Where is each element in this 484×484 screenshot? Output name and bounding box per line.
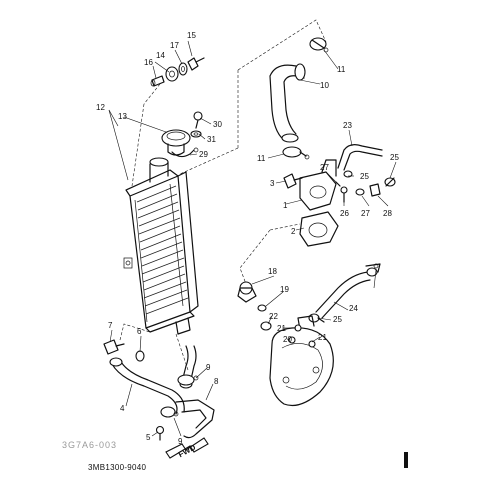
hose-clamp-top xyxy=(309,37,329,53)
callout-25-lower: 25 xyxy=(333,315,342,324)
hose-clamp-9-lower xyxy=(160,406,179,418)
bolt-7 xyxy=(103,339,125,355)
lower-hose xyxy=(109,357,185,415)
callout-8: 8 xyxy=(214,377,219,386)
hose-clamp-25-mid xyxy=(343,170,353,178)
callout-30: 30 xyxy=(213,120,222,129)
callout-9-upper: 9 xyxy=(206,363,211,372)
callout-10: 10 xyxy=(320,81,329,90)
callout-28: 28 xyxy=(383,209,392,218)
breather-hose-23 xyxy=(337,144,383,171)
collar-16 xyxy=(150,75,165,87)
callout-5: 5 xyxy=(146,433,151,442)
callout-27-lower: 27 xyxy=(361,209,370,218)
hose-clamp-9-upper xyxy=(177,374,199,386)
callout-1: 1 xyxy=(283,201,288,210)
callout-16: 16 xyxy=(144,58,153,67)
callout-25-mid: 25 xyxy=(360,172,369,181)
callout-6: 6 xyxy=(137,327,142,336)
o-ring-6 xyxy=(135,350,145,362)
o-ring-22 xyxy=(260,321,272,331)
pipe-8 xyxy=(175,399,215,439)
bolt-5 xyxy=(155,425,165,441)
leader-lines xyxy=(108,40,397,437)
callout-24: 24 xyxy=(349,304,358,313)
diagram-code: 3MB1300-9040 xyxy=(88,463,147,472)
drain-bolt-18 xyxy=(237,281,257,303)
washer-19 xyxy=(257,304,267,312)
callout-21-a: 21 xyxy=(277,324,286,333)
callout-3: 3 xyxy=(270,179,275,188)
hose-clamp-lower xyxy=(282,146,310,160)
callout-7: 7 xyxy=(108,321,113,330)
callout-27-upper: 27 xyxy=(320,163,329,172)
callout-11-lower: 11 xyxy=(257,154,266,163)
callout-labels: 1 2 3 4 5 6 7 8 9 9 10 11 11 12 13 14 15… xyxy=(96,31,399,446)
callout-12: 12 xyxy=(96,103,105,112)
callout-4: 4 xyxy=(120,404,125,413)
radiator-fins xyxy=(134,183,189,323)
callout-13: 13 xyxy=(118,112,127,121)
bolt-20 xyxy=(288,336,296,344)
washer-17 xyxy=(178,62,188,76)
callout-23: 23 xyxy=(343,121,352,130)
page-edge-marker xyxy=(404,452,408,468)
callout-15: 15 xyxy=(187,31,196,40)
callout-2: 2 xyxy=(291,227,296,236)
hose-clamp-25-upper xyxy=(384,177,396,187)
callout-17: 17 xyxy=(170,41,179,50)
callout-25-upper-right: 25 xyxy=(390,153,399,162)
callout-11-upper: 11 xyxy=(337,65,346,74)
bleed-bolt-assembly xyxy=(335,181,381,203)
hose-clamp xyxy=(171,147,199,158)
bolt-30 xyxy=(193,111,203,129)
hose-clamp-25-right xyxy=(365,263,381,273)
faded-part-code: 3G7A6-003 xyxy=(62,440,117,450)
grommet-14 xyxy=(165,66,179,82)
callout-19: 19 xyxy=(280,285,289,294)
washer-31 xyxy=(190,130,202,138)
bolt-3 xyxy=(283,173,303,189)
hose-24 xyxy=(315,267,378,319)
callout-18: 18 xyxy=(268,267,277,276)
callout-21-b: 21 xyxy=(318,333,327,342)
gasket-2 xyxy=(299,211,339,247)
callout-14: 14 xyxy=(156,51,165,60)
callout-26: 26 xyxy=(340,209,349,218)
callout-29: 29 xyxy=(199,150,208,159)
bolt-21-b xyxy=(308,340,316,348)
radiator-cap xyxy=(161,129,191,156)
bolt-15 xyxy=(187,57,205,71)
callout-22: 22 xyxy=(269,312,278,321)
thermostat-cover xyxy=(299,159,337,211)
callout-31: 31 xyxy=(207,135,216,144)
callout-9-lower: 9 xyxy=(178,437,183,446)
pump-cover xyxy=(269,315,334,407)
forward-direction-marker: FWD xyxy=(165,437,209,459)
upper-hose xyxy=(269,63,306,143)
radiator xyxy=(123,157,199,335)
callout-20: 20 xyxy=(283,335,292,344)
